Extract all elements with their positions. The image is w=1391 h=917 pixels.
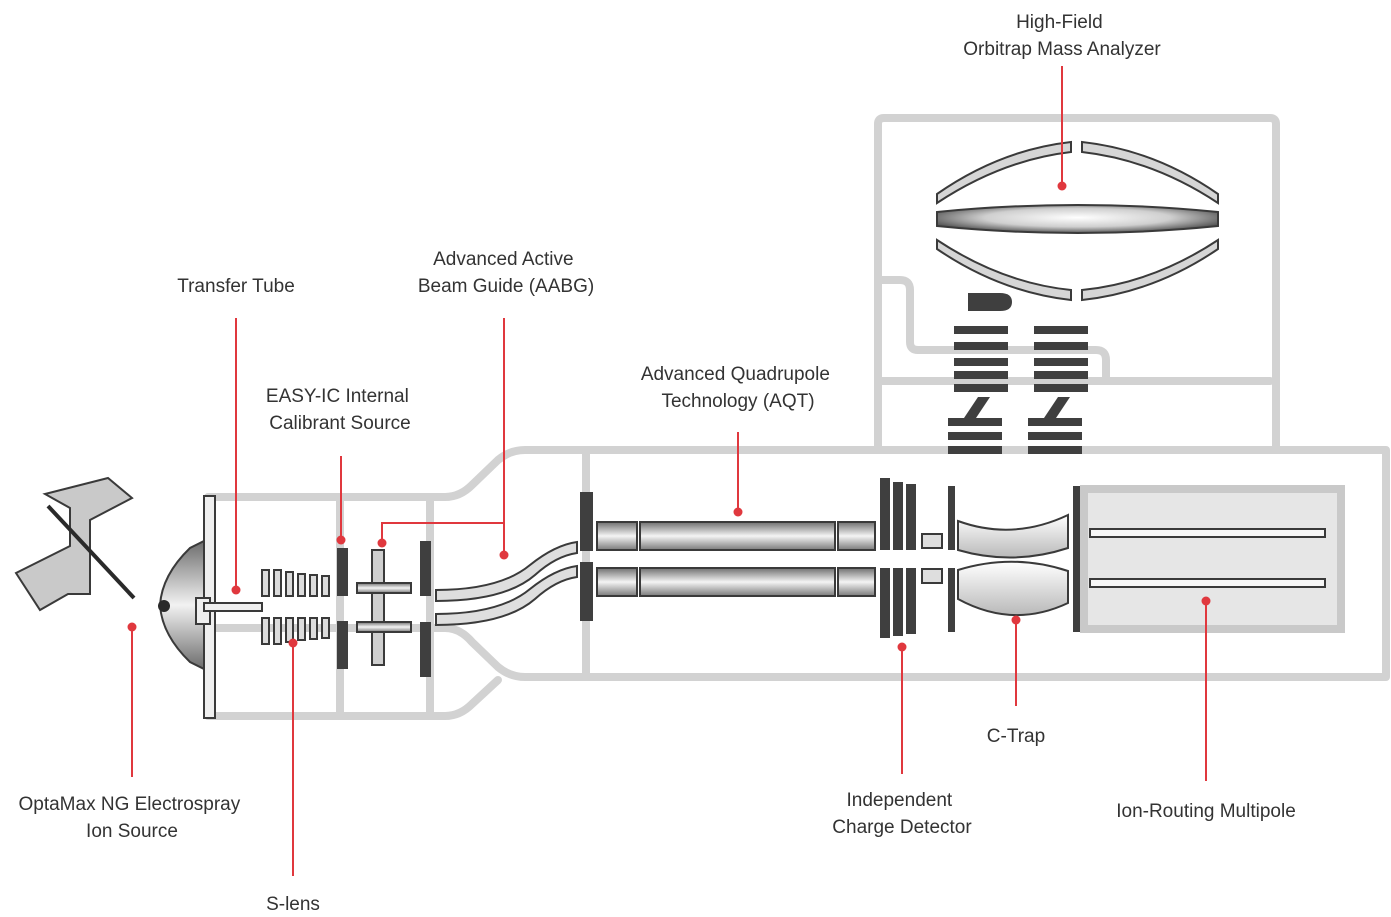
c-trap-electrodes (958, 486, 1081, 632)
label-orbitrap: High-Field Orbitrap Mass Analyzer (963, 12, 1161, 60)
electrospray-needle-assembly (16, 478, 134, 610)
label-charge-detector: Independent Charge Detector (832, 790, 972, 838)
label-c-trap: C-Trap (987, 726, 1045, 747)
entrance-lens-assembly (357, 541, 431, 677)
label-easy-ic: EASY-IC Internal Calibrant Source (266, 386, 414, 434)
s-lens-electrodes (262, 570, 329, 644)
orbitrap-transfer-optics (948, 293, 1088, 454)
label-aqt: Advanced Quadrupole Technology (AQT) (641, 364, 835, 412)
label-aabg: Advanced Active Beam Guide (AABG) (418, 249, 594, 297)
label-transfer-tube: Transfer Tube (177, 276, 295, 297)
orbitrap-analyzer (937, 142, 1218, 300)
label-ion-routing: Ion-Routing Multipole (1116, 801, 1296, 822)
charge-detector-plates (880, 478, 955, 638)
ion-routing-multipole-box (1084, 489, 1341, 629)
label-ion-source: OptaMax NG Electrospray Ion Source (18, 794, 245, 842)
transfer-tube-rod (204, 603, 262, 611)
aqt-quadrupole (580, 492, 875, 621)
leader-lines (128, 66, 1211, 876)
label-s-lens: S-lens (266, 894, 320, 915)
